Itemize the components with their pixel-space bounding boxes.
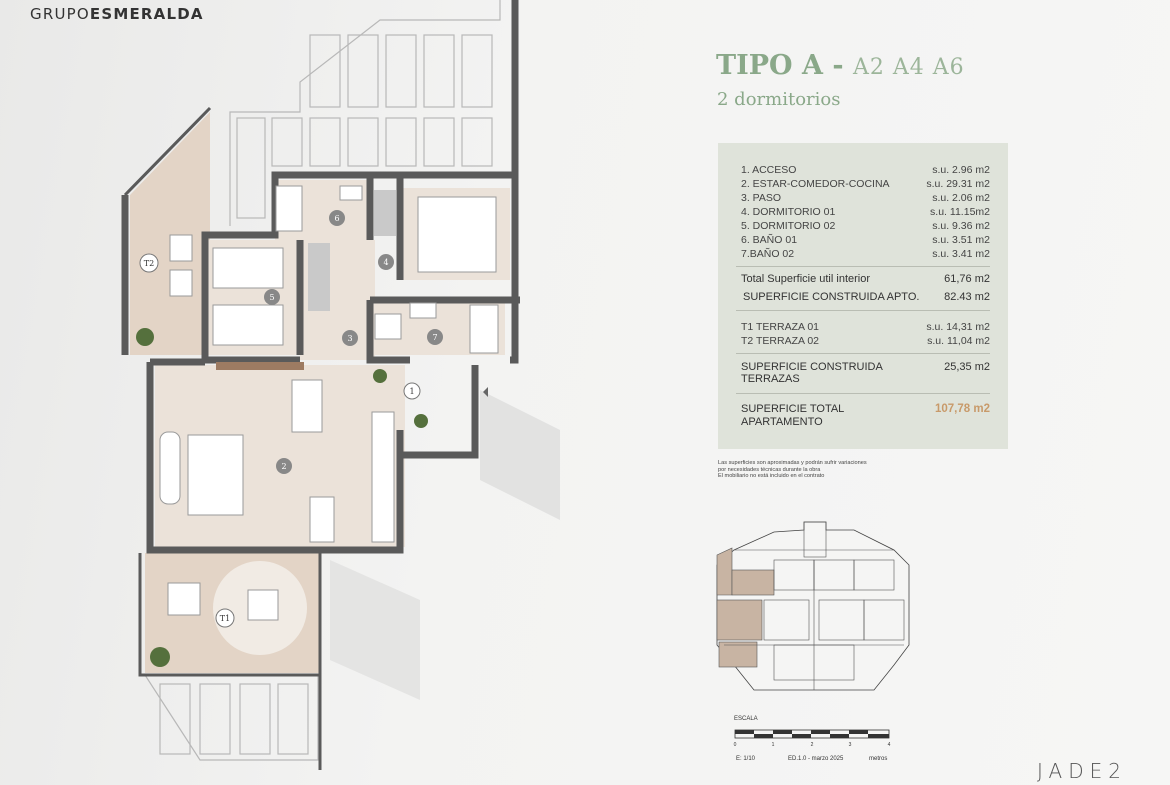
page-subtitle: 2 dormitorios xyxy=(717,89,841,110)
grand-total-row-2: APARTAMENTO xyxy=(741,416,823,428)
building-key-plan xyxy=(716,521,910,691)
page-title: TIPO A - A2 A4 A6 xyxy=(716,50,965,81)
thin-walls xyxy=(123,106,322,770)
disclaimer-note: Las superficies son aproximadas y podrán… xyxy=(718,460,867,480)
construida-row: SUPERFICIE CONSTRUIDA APTO.82.43 m2 xyxy=(743,291,990,303)
jade-logo: JADE2 xyxy=(1037,759,1127,783)
room-label: 5 xyxy=(269,293,274,302)
shadow xyxy=(330,560,420,700)
plants xyxy=(136,328,428,667)
room-label: 4 xyxy=(383,258,388,267)
room-markers: 1 2 3 4 5 6 7 T1 T2 xyxy=(139,210,443,628)
scale-tick: 3 xyxy=(849,742,852,748)
scale-tick: 1 xyxy=(772,742,775,748)
room-label: 3 xyxy=(347,334,352,343)
parking-bottom xyxy=(143,674,319,761)
scale-graphic: 0 1 2 3 4 xyxy=(734,729,891,748)
wardrobes xyxy=(308,190,396,311)
room-label: T1 xyxy=(220,614,230,623)
scale-tick: 2 xyxy=(811,742,814,748)
room-label: 7 xyxy=(432,333,437,342)
divider xyxy=(736,393,990,394)
room-label: 2 xyxy=(281,462,286,471)
shadow xyxy=(480,390,560,520)
walls xyxy=(121,0,520,554)
room-label: 6 xyxy=(334,214,339,223)
highlighted-unit xyxy=(716,547,775,668)
divider xyxy=(736,266,990,267)
brand-logo: GRUPOESMERALDA xyxy=(30,5,204,23)
entrance-arrow xyxy=(483,387,488,397)
scale-tick: 4 xyxy=(888,742,891,748)
scale-tick: 0 xyxy=(734,742,737,748)
furniture xyxy=(159,185,499,621)
divider xyxy=(736,310,990,311)
room-label: 1 xyxy=(409,387,414,396)
parking-top xyxy=(229,0,501,226)
counter xyxy=(216,362,304,370)
room-label: T2 xyxy=(144,259,154,268)
scale-bar: ESCALA 0 1 2 3 4 E: 1/10 ED.1.0 - marzo … xyxy=(732,716,902,768)
divider xyxy=(736,353,990,354)
terrace-total-row-2: TERRAZAS xyxy=(741,373,800,385)
floor-plan: 1 2 3 4 5 6 7 T1 T2 xyxy=(121,0,560,770)
